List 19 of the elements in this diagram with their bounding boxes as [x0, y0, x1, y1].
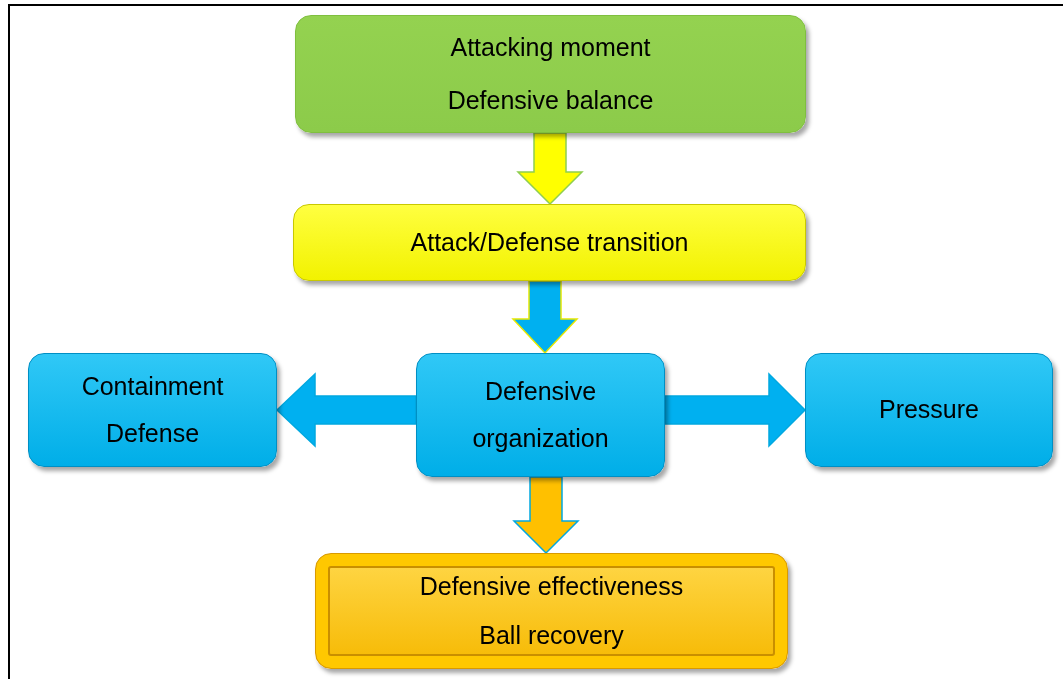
- box-label: Ball recovery: [479, 620, 624, 651]
- process-box: [295, 15, 806, 133]
- process-box: [416, 353, 665, 477]
- box-label: Attacking moment: [450, 31, 651, 63]
- box-label: Defensive organization: [471, 375, 610, 454]
- block-arrow: [516, 132, 584, 206]
- box-label: Defensive effectiveness: [419, 570, 684, 602]
- process-box: [805, 353, 1053, 467]
- block-arrow: [511, 280, 579, 355]
- process-box: [293, 204, 806, 281]
- block-arrow: [275, 372, 417, 448]
- block-arrow: [512, 476, 580, 555]
- block-arrow: [664, 372, 807, 448]
- box-label: Attack/Defense transition: [410, 226, 689, 258]
- process-box: [315, 553, 788, 669]
- box-label: Pressure: [878, 394, 979, 426]
- box-label: Containment Defense: [80, 370, 225, 449]
- box-label: Defensive balance: [447, 85, 654, 116]
- process-box: [28, 353, 277, 467]
